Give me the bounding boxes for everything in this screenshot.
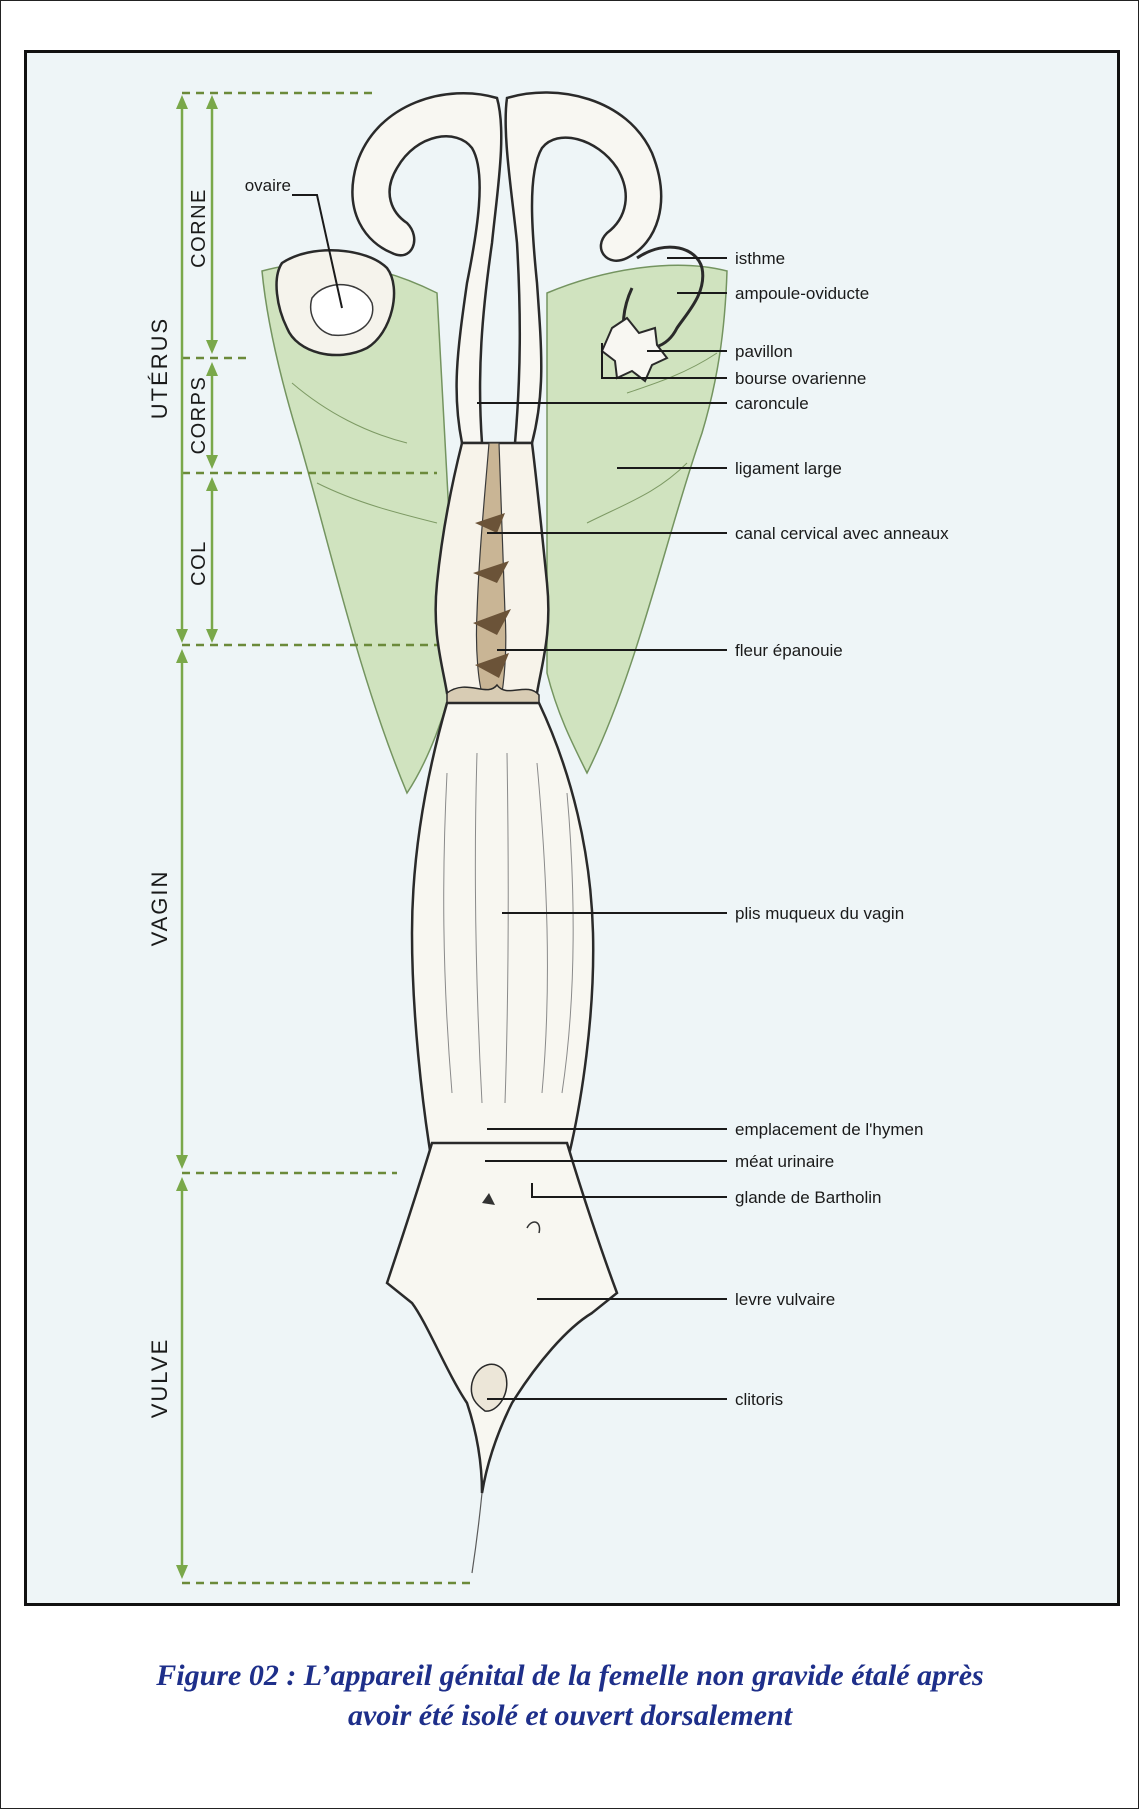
reproductive-tract-diagram: UTÉRUS CORNE CORPS COL VAGIN VULVE ovair… — [27, 53, 1117, 1603]
region-arrows — [182, 101, 212, 1575]
label-clitoris: clitoris — [735, 1390, 783, 1409]
label-levre-vulvaire: levre vulvaire — [735, 1290, 835, 1309]
region-label-uterus: UTÉRUS — [147, 317, 172, 419]
label-meat-urinaire: méat urinaire — [735, 1152, 834, 1171]
label-bourse-ovarienne: bourse ovarienne — [735, 369, 866, 388]
vulva — [387, 1143, 617, 1493]
label-pavillon: pavillon — [735, 342, 793, 361]
label-fleur-epanouie: fleur épanouie — [735, 641, 843, 660]
vagina — [412, 703, 593, 1163]
label-glande-bartholin: glande de Bartholin — [735, 1188, 882, 1207]
label-ovaire: ovaire — [245, 176, 291, 195]
ovary-left-inner — [311, 285, 373, 336]
label-ampoule-oviducte: ampoule-oviducte — [735, 284, 869, 303]
label-caroncule: caroncule — [735, 394, 809, 413]
region-label-col: COL — [188, 540, 210, 586]
figure-image: UTÉRUS CORNE CORPS COL VAGIN VULVE ovair… — [24, 50, 1120, 1606]
label-ligament-large: ligament large — [735, 459, 842, 478]
region-label-vulve: VULVE — [147, 1338, 172, 1419]
vulva-tail — [472, 1493, 482, 1573]
label-hymen: emplacement de l'hymen — [735, 1120, 923, 1139]
region-label-corne: CORNE — [188, 188, 210, 268]
caption-line-2: avoir été isolé et ouvert dorsalement — [40, 1696, 1100, 1736]
figure-caption: Figure 02 : L’appareil génital de la fem… — [40, 1656, 1100, 1736]
region-label-vagin: VAGIN — [147, 870, 172, 947]
label-plis-muqueux: plis muqueux du vagin — [735, 904, 904, 923]
caption-line-1: Figure 02 : L’appareil génital de la fem… — [40, 1656, 1100, 1696]
region-label-corps: CORPS — [188, 376, 210, 455]
label-canal-cervical: canal cervical avec anneaux — [735, 524, 949, 543]
label-isthme: isthme — [735, 249, 785, 268]
